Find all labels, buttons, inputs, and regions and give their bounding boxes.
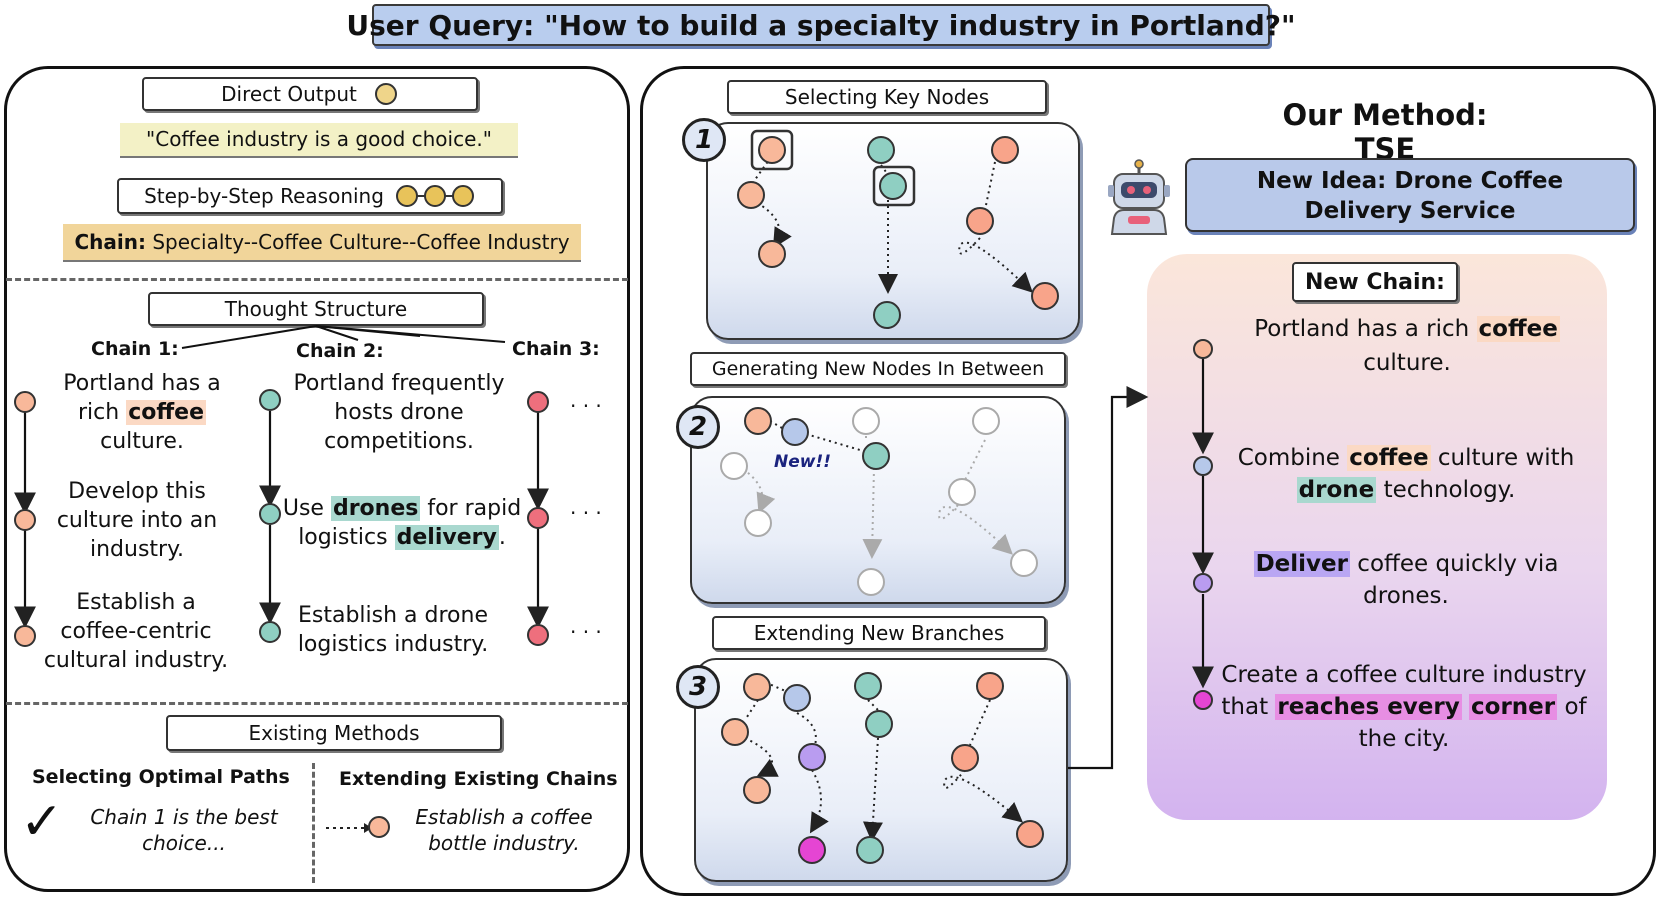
extending-existing-chains-title: Extending Existing Chains <box>339 768 618 790</box>
chain1-label: Chain 1: <box>91 338 179 360</box>
step2-title: Generating New Nodes In Between <box>690 352 1066 386</box>
chain2-node1-text: Portland frequently hosts drone competit… <box>293 371 505 454</box>
left-divider-bottom <box>6 702 628 705</box>
chain1-node3-text: Establish a coffee-centric cultural indu… <box>43 590 229 673</box>
optimal-paths-text: Chain 1 is the best choice... <box>90 805 278 855</box>
tse-panel <box>640 66 1656 896</box>
chain3-label: Chain 3: <box>512 338 600 360</box>
step3-panel <box>694 658 1068 882</box>
highlight-drone-new: drone <box>1296 477 1377 503</box>
highlight-delivery: delivery <box>394 525 499 550</box>
step3-number: 3 <box>676 665 720 709</box>
highlight-coffee-combine: coffee <box>1347 445 1431 471</box>
new-chain-node2-text: Combine coffee culture with drone techno… <box>1237 445 1575 503</box>
chain3-ellipsis-3: · · · <box>570 620 602 644</box>
chain1-node2-text: Develop this culture into an industry. <box>56 479 218 562</box>
step2-panel <box>690 396 1066 604</box>
chain2-label: Chain 2: <box>296 340 384 362</box>
chain2-node3-text: Establish a drone logistics industry. <box>297 603 489 657</box>
step1-panel <box>706 122 1080 340</box>
existing-methods-divider <box>312 763 315 883</box>
highlight-coffee-new: coffee <box>1476 316 1560 342</box>
chain1-node1-text: Portland has a rich coffee culture. <box>63 371 221 454</box>
new-chain-panel <box>1147 254 1607 820</box>
highlight-coffee: coffee <box>126 400 207 425</box>
highlight-reaches-every: reaches every <box>1275 694 1462 720</box>
existing-methods-title: Existing Methods <box>166 715 502 751</box>
new-chain-node4-text: Create a coffee culture industry that re… <box>1221 662 1587 752</box>
chain-text: Specialty--Coffee Culture--Coffee Indust… <box>152 230 570 254</box>
step3-title: Extending New Branches <box>712 616 1046 650</box>
thought-structure-title: Thought Structure <box>148 292 484 326</box>
extending-chains-text: Establish a coffee bottle industry. <box>415 805 593 855</box>
new-chain-title: New Chain: <box>1292 262 1458 302</box>
direct-output-title: Direct Output <box>142 77 478 111</box>
yellow-chain-icon <box>395 185 474 207</box>
chain2-node2-text: Use drones for rapid logistics delivery. <box>282 496 522 550</box>
highlight-deliver: Deliver <box>1253 551 1350 577</box>
chain3-ellipsis-2: · · · <box>570 501 602 525</box>
step-by-step-title: Step-by-Step Reasoning <box>117 178 503 214</box>
new-chain-node3-text: Deliver coffee quickly via drones. <box>1253 551 1559 609</box>
selecting-optimal-paths-title: Selecting Optimal Paths <box>32 766 290 788</box>
new-chain-node1-text: Portland has a rich coffee culture. <box>1254 316 1560 376</box>
step1-number: 1 <box>682 118 726 162</box>
new-node-label: New!! <box>774 452 831 472</box>
step1-title: Selecting Key Nodes <box>727 80 1047 114</box>
chain-text-box: Chain: Specialty--Coffee Culture--Coffee… <box>63 224 581 262</box>
checkmark-icon: ✓ <box>20 792 64 852</box>
step2-number: 2 <box>676 405 720 449</box>
highlight-corner: corner <box>1469 694 1558 720</box>
robot-svg <box>1108 159 1170 235</box>
yellow-node-icon <box>374 83 397 105</box>
left-divider-top <box>6 278 628 281</box>
new-idea-box: New Idea: Drone Coffee Delivery Service <box>1185 158 1635 232</box>
chain-label: Chain: <box>74 230 146 254</box>
user-query-banner: User Query: "How to build a specialty in… <box>346 4 1296 46</box>
chain3-ellipsis-1: · · · <box>570 394 602 418</box>
robot-icon <box>1100 158 1178 236</box>
highlight-drones: drones <box>330 496 421 521</box>
direct-output-text: "Coffee industry is a good choice." <box>120 123 518 158</box>
left-panel <box>4 66 630 892</box>
